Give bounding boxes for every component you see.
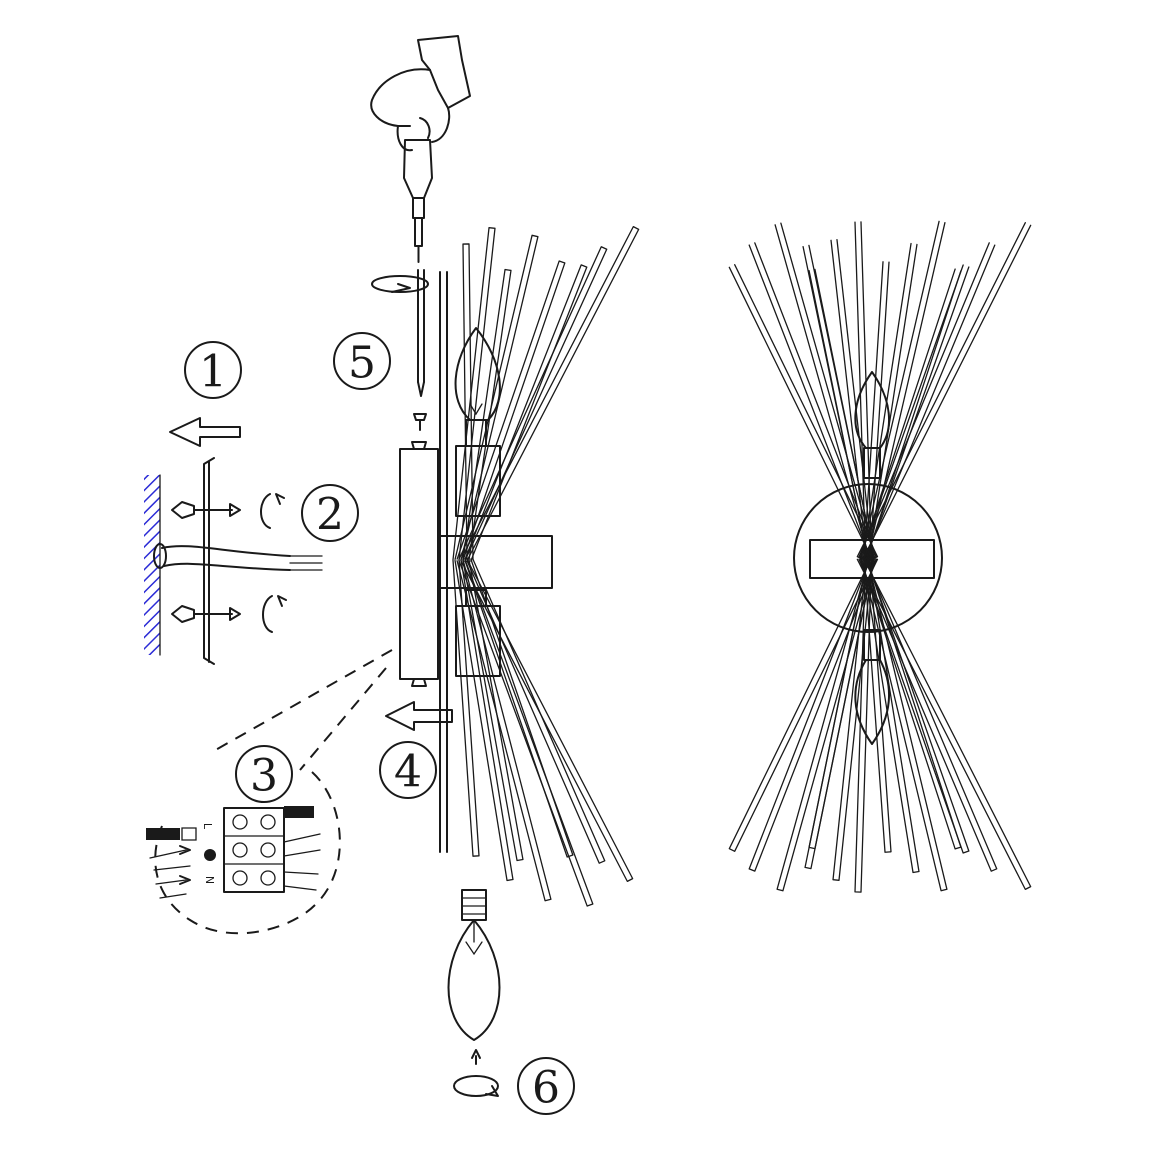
rod-bottom xyxy=(462,558,524,862)
canopy-backplate xyxy=(399,441,439,687)
rod-lower xyxy=(776,556,876,892)
arrow-left-step-1 xyxy=(169,417,241,447)
rod-lower xyxy=(859,556,970,854)
rod-bottom xyxy=(458,558,594,907)
wiring-terminal-detail: L N xyxy=(146,771,341,935)
rod-lower xyxy=(728,556,879,852)
step-5-label: 5 xyxy=(348,338,376,389)
rod-lower xyxy=(832,557,874,881)
ground-symbol-icon xyxy=(204,849,216,861)
terminal-label-live: L xyxy=(201,823,214,830)
rod-top xyxy=(458,246,608,562)
rod-lower xyxy=(808,556,875,850)
rod-bottom xyxy=(466,558,606,864)
rod-top xyxy=(462,268,512,562)
step-3-marker: 3 xyxy=(235,745,293,803)
rod-bottom xyxy=(456,558,552,902)
screw-insertion xyxy=(371,269,429,431)
terminal-label-neutral: N xyxy=(203,876,216,884)
step-5-marker: 5 xyxy=(333,332,391,390)
step-2-label: 2 xyxy=(316,490,344,541)
side-rods xyxy=(452,225,640,907)
arrow-left-step-4 xyxy=(385,701,453,731)
rod-top xyxy=(464,264,588,562)
bulb-install xyxy=(447,889,501,1097)
rod-bottom xyxy=(454,558,514,882)
rod-lower xyxy=(748,556,878,872)
step-2-marker: 2 xyxy=(301,484,359,542)
step-3-label: 3 xyxy=(250,751,278,802)
rod-lower xyxy=(861,556,920,874)
rod-lower xyxy=(859,556,962,850)
rod-top xyxy=(462,243,474,561)
fixture-front-view xyxy=(728,220,1032,893)
rod-lower xyxy=(860,556,948,892)
front-rods xyxy=(728,220,1032,893)
step-6-marker: 6 xyxy=(517,1057,575,1115)
rod-lower xyxy=(858,556,998,872)
step-6-label: 6 xyxy=(532,1063,560,1114)
step-4-marker: 4 xyxy=(379,741,437,799)
step-4-label: 4 xyxy=(394,747,422,798)
rod-top xyxy=(460,225,640,563)
rod-top xyxy=(454,234,539,562)
wall-mounting xyxy=(144,457,323,665)
step-1-label: 1 xyxy=(199,347,227,398)
hand-with-screwdriver xyxy=(370,35,471,263)
rod-upper xyxy=(862,242,918,560)
wall-hatch xyxy=(144,475,160,655)
fixture-side-view xyxy=(437,225,640,907)
rod-top xyxy=(456,260,566,562)
step-1-marker: 1 xyxy=(184,341,242,399)
